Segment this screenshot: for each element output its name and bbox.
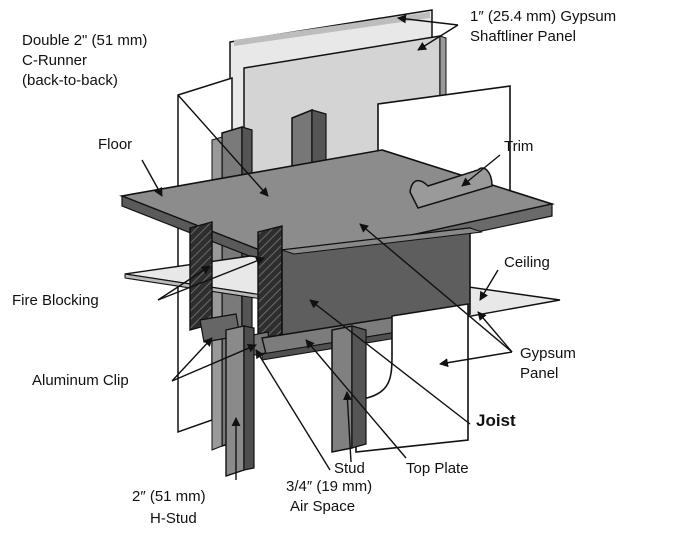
label-airspace-line1: 3/4″ (19 mm) (286, 478, 373, 495)
label-aluminum-clip: Aluminum Clip (32, 372, 129, 389)
h-stud (225, 325, 255, 477)
label-fire-blocking: Fire Blocking (12, 292, 99, 309)
label-airspace-line2: Air Space (290, 498, 356, 515)
lower-right-gypsum-panel (355, 303, 469, 453)
fire-blocking-left (189, 221, 213, 331)
leader-lines (141, 14, 513, 480)
label-trim: Trim (504, 138, 534, 155)
label-runner-line1: Double 2" (51 mm) (22, 32, 148, 49)
label-hstud-line1: 2″ (51 mm) (132, 488, 206, 505)
label-gypsum-panel-line1: Gypsum (520, 345, 576, 362)
label-joist: Joist (476, 411, 516, 430)
fire-blocking-right (257, 225, 283, 343)
label-stud: Stud (334, 460, 365, 477)
label-hstud-line2: H-Stud (150, 510, 197, 527)
lower-stud (331, 325, 367, 453)
label-gypsum-panel-line2: Panel (520, 365, 559, 382)
label-floor: Floor (98, 136, 133, 153)
label-top-plate: Top Plate (406, 460, 469, 477)
label-runner-line2: C-Runner (22, 52, 88, 69)
label-ceiling: Ceiling (504, 254, 550, 271)
label-runner-line3: (back-to-back) (22, 72, 118, 89)
label-shaftliner-line2: Shaftliner Panel (470, 28, 576, 45)
label-shaftliner-line1: 1″ (25.4 mm) Gypsum (470, 8, 617, 25)
